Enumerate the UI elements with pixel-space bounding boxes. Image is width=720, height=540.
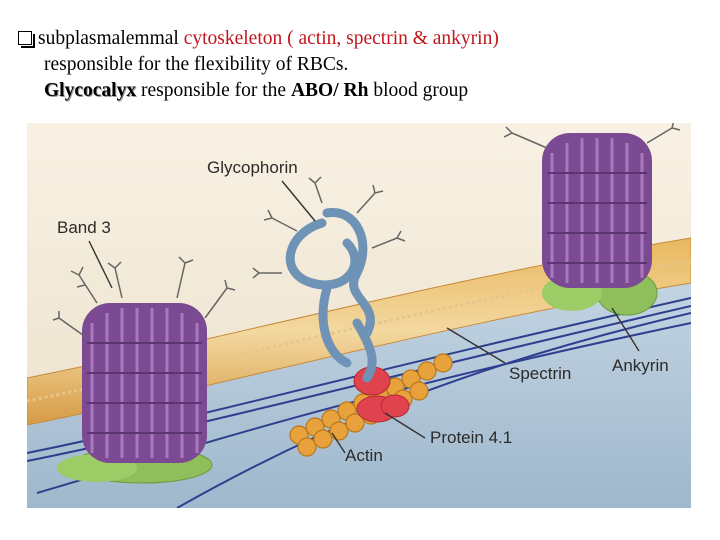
bullet-line-3-middle: responsible for the: [136, 80, 291, 101]
upper-band-3-protein: [542, 133, 652, 288]
leader-lines: [88, 180, 640, 454]
band-3-protein: [57, 303, 213, 484]
glycocalyx-term: Glycocalyx: [44, 80, 137, 101]
glycophorin-glycan-chains: [252, 176, 406, 279]
abo-rh-term: ABO/ Rh: [290, 80, 369, 101]
bullet-line-1-start: subplasmalemmal: [38, 28, 184, 49]
glycophorin-protein: [285, 208, 377, 383]
label-glycophorin: Glycophorin: [207, 158, 298, 177]
bullet-line-1: subplasmalemmal cytoskeleton ( actin, sp…: [18, 26, 708, 52]
checkbox-bullet-icon: [18, 31, 35, 48]
bullet-line-2: responsible for the flexibility of RBCs.: [44, 54, 349, 75]
upper-glycan-chains: [503, 123, 681, 149]
label-protein-4-1: Protein 4.1: [430, 428, 512, 447]
rbc-membrane-diagram: Glycophorin Band 3 Spectrin Ankyrin Prot…: [27, 123, 691, 508]
label-ankyrin: Ankyrin: [612, 356, 669, 375]
protein-4-1-shapes: [353, 366, 410, 423]
label-band-3: Band 3: [57, 218, 111, 237]
bullet-line-3: Glycocalyx responsible for the ABO/ Rh b…: [18, 78, 708, 104]
band-3-glycan-chains: [52, 256, 236, 339]
bullet-text-block: subplasmalemmal cytoskeleton ( actin, sp…: [18, 26, 708, 104]
cytoskeleton-highlight: cytoskeleton ( actin, spectrin & ankyrin…: [183, 28, 499, 49]
label-spectrin: Spectrin: [509, 364, 571, 383]
label-actin: Actin: [345, 446, 383, 465]
bullet-line-3-end: blood group: [368, 80, 469, 101]
